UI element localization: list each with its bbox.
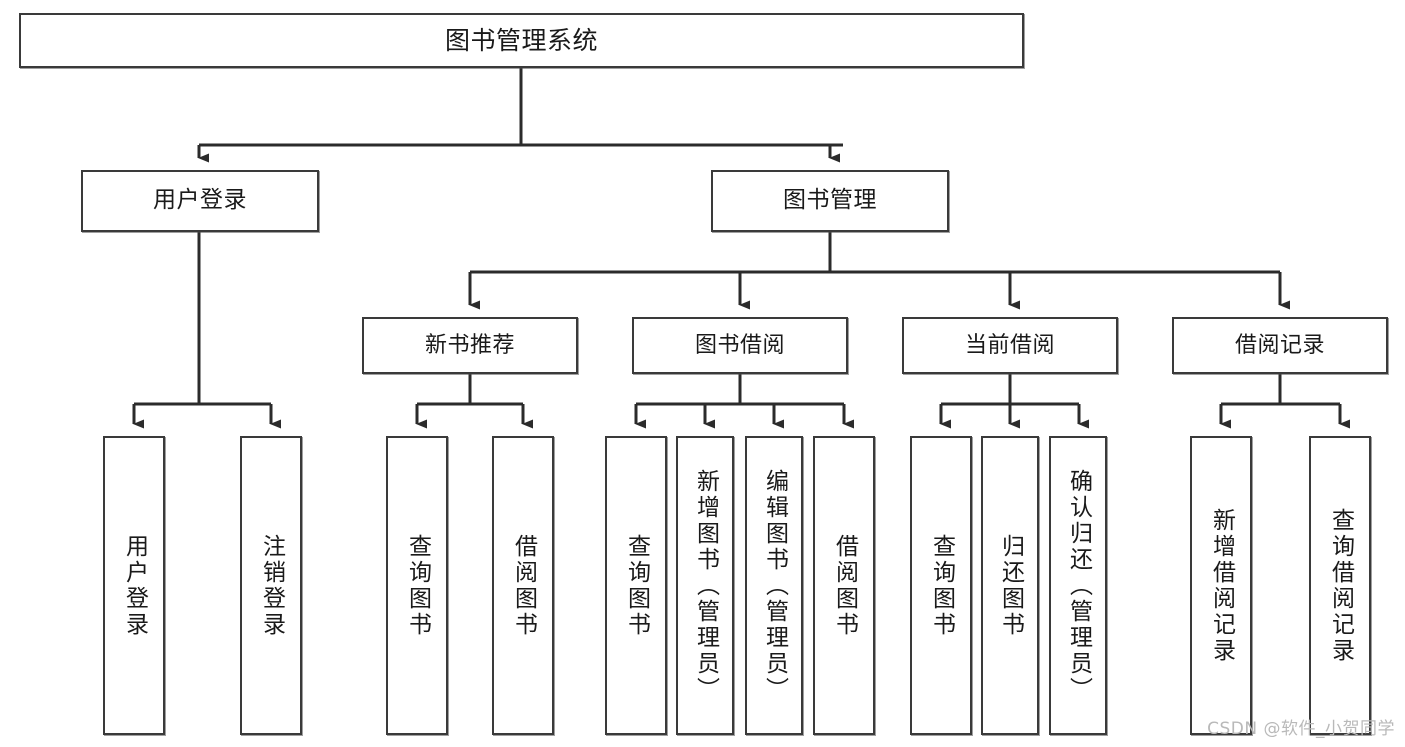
node-leaf-recommend-query-book-label: 查询图书 <box>404 533 431 638</box>
node-book-manage[interactable]: 图书管理 <box>711 170 949 232</box>
node-book-borrow-label: 图书借阅 <box>694 332 785 358</box>
node-leaf-user-logout-label: 注销登录 <box>258 533 285 638</box>
node-user-login[interactable]: 用户登录 <box>81 170 319 232</box>
node-borrow-record-label: 借阅记录 <box>1234 332 1325 358</box>
node-leaf-edit-book-admin[interactable]: 编辑图书（管理员） <box>745 436 803 735</box>
node-borrow-record[interactable]: 借阅记录 <box>1172 317 1388 374</box>
node-leaf-confirm-return-admin[interactable]: 确认归还（管理员） <box>1049 436 1107 735</box>
node-leaf-add-borrow-record-label: 新增借阅记录 <box>1208 507 1235 664</box>
node-leaf-current-query-book-label: 查询图书 <box>928 533 955 638</box>
node-leaf-recommend-borrow-book[interactable]: 借阅图书 <box>492 436 554 735</box>
node-new-book-recommend[interactable]: 新书推荐 <box>362 317 578 374</box>
node-leaf-current-query-book[interactable]: 查询图书 <box>910 436 972 735</box>
node-leaf-return-book[interactable]: 归还图书 <box>981 436 1039 735</box>
node-leaf-query-borrow-record[interactable]: 查询借阅记录 <box>1309 436 1371 735</box>
node-leaf-borrow-query-book[interactable]: 查询图书 <box>605 436 667 735</box>
node-leaf-query-borrow-record-label: 查询借阅记录 <box>1327 507 1354 664</box>
node-new-book-recommend-label: 新书推荐 <box>424 332 515 358</box>
node-leaf-add-borrow-record[interactable]: 新增借阅记录 <box>1190 436 1252 735</box>
node-root-label: 图书管理系统 <box>444 25 598 55</box>
node-leaf-return-book-label: 归还图书 <box>997 533 1024 638</box>
node-leaf-borrow-query-book-label: 查询图书 <box>623 533 650 638</box>
node-leaf-user-login-label: 用户登录 <box>121 533 148 638</box>
node-leaf-add-book-admin-label: 新增图书（管理员） <box>692 468 719 703</box>
node-current-borrow[interactable]: 当前借阅 <box>902 317 1118 374</box>
node-leaf-confirm-return-admin-label: 确认归还（管理员） <box>1065 468 1092 703</box>
node-leaf-recommend-borrow-book-label: 借阅图书 <box>510 533 537 638</box>
node-leaf-edit-book-admin-label: 编辑图书（管理员） <box>761 468 788 703</box>
node-leaf-user-logout[interactable]: 注销登录 <box>240 436 302 735</box>
node-leaf-user-login[interactable]: 用户登录 <box>103 436 165 735</box>
node-book-manage-label: 图书管理 <box>783 187 877 214</box>
node-leaf-borrow-book-label: 借阅图书 <box>831 533 858 638</box>
node-user-login-label: 用户登录 <box>153 187 247 214</box>
node-root[interactable]: 图书管理系统 <box>19 13 1024 68</box>
node-leaf-recommend-query-book[interactable]: 查询图书 <box>386 436 448 735</box>
node-book-borrow[interactable]: 图书借阅 <box>632 317 848 374</box>
node-leaf-add-book-admin[interactable]: 新增图书（管理员） <box>676 436 734 735</box>
node-current-borrow-label: 当前借阅 <box>964 332 1055 358</box>
node-leaf-borrow-book[interactable]: 借阅图书 <box>813 436 875 735</box>
